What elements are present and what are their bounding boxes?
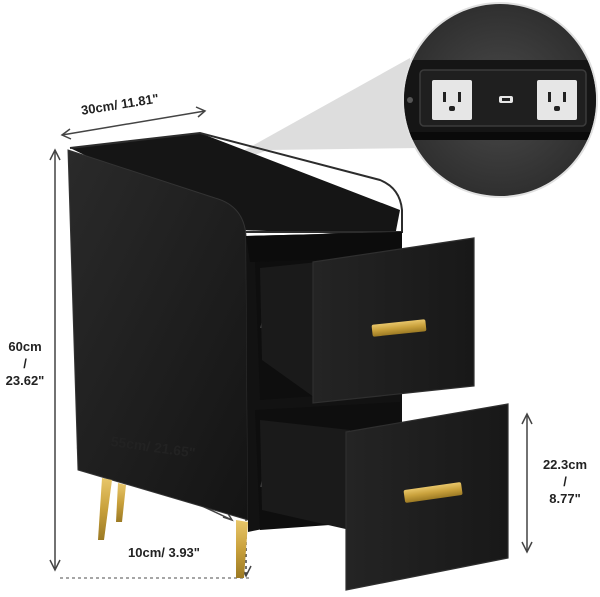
height-cm: 60cm xyxy=(8,339,42,354)
leg-height-label: 10cm/ 3.93" xyxy=(128,545,200,560)
side-panel xyxy=(67,149,249,521)
top-drawer-handle[interactable] xyxy=(371,319,427,337)
height-label: 60cm / 23.62" xyxy=(0,338,50,389)
usb-port-icon xyxy=(499,96,513,103)
drawer-height-in: 8.77" xyxy=(549,491,581,506)
drawer-height-separator: / xyxy=(563,474,567,489)
indicator-light-icon xyxy=(407,97,413,103)
height-separator: / xyxy=(23,356,27,371)
outlet-left-icon xyxy=(432,80,472,120)
leg-back-left xyxy=(116,483,126,522)
drawer-height-cm: 22.3cm xyxy=(542,457,588,472)
height-in: 23.62" xyxy=(5,373,45,388)
top-drawer-front[interactable] xyxy=(312,237,475,404)
top-surface xyxy=(70,133,400,236)
drawer-height-label: 22.3cm / 8.77" xyxy=(530,456,600,507)
leg-front-left xyxy=(98,478,112,540)
bottom-drawer-handle[interactable] xyxy=(403,482,463,503)
outlet-closeup xyxy=(402,2,598,198)
nightstand-body xyxy=(67,131,509,591)
leg-front-right xyxy=(236,520,248,578)
outlet-right-icon xyxy=(537,80,577,120)
